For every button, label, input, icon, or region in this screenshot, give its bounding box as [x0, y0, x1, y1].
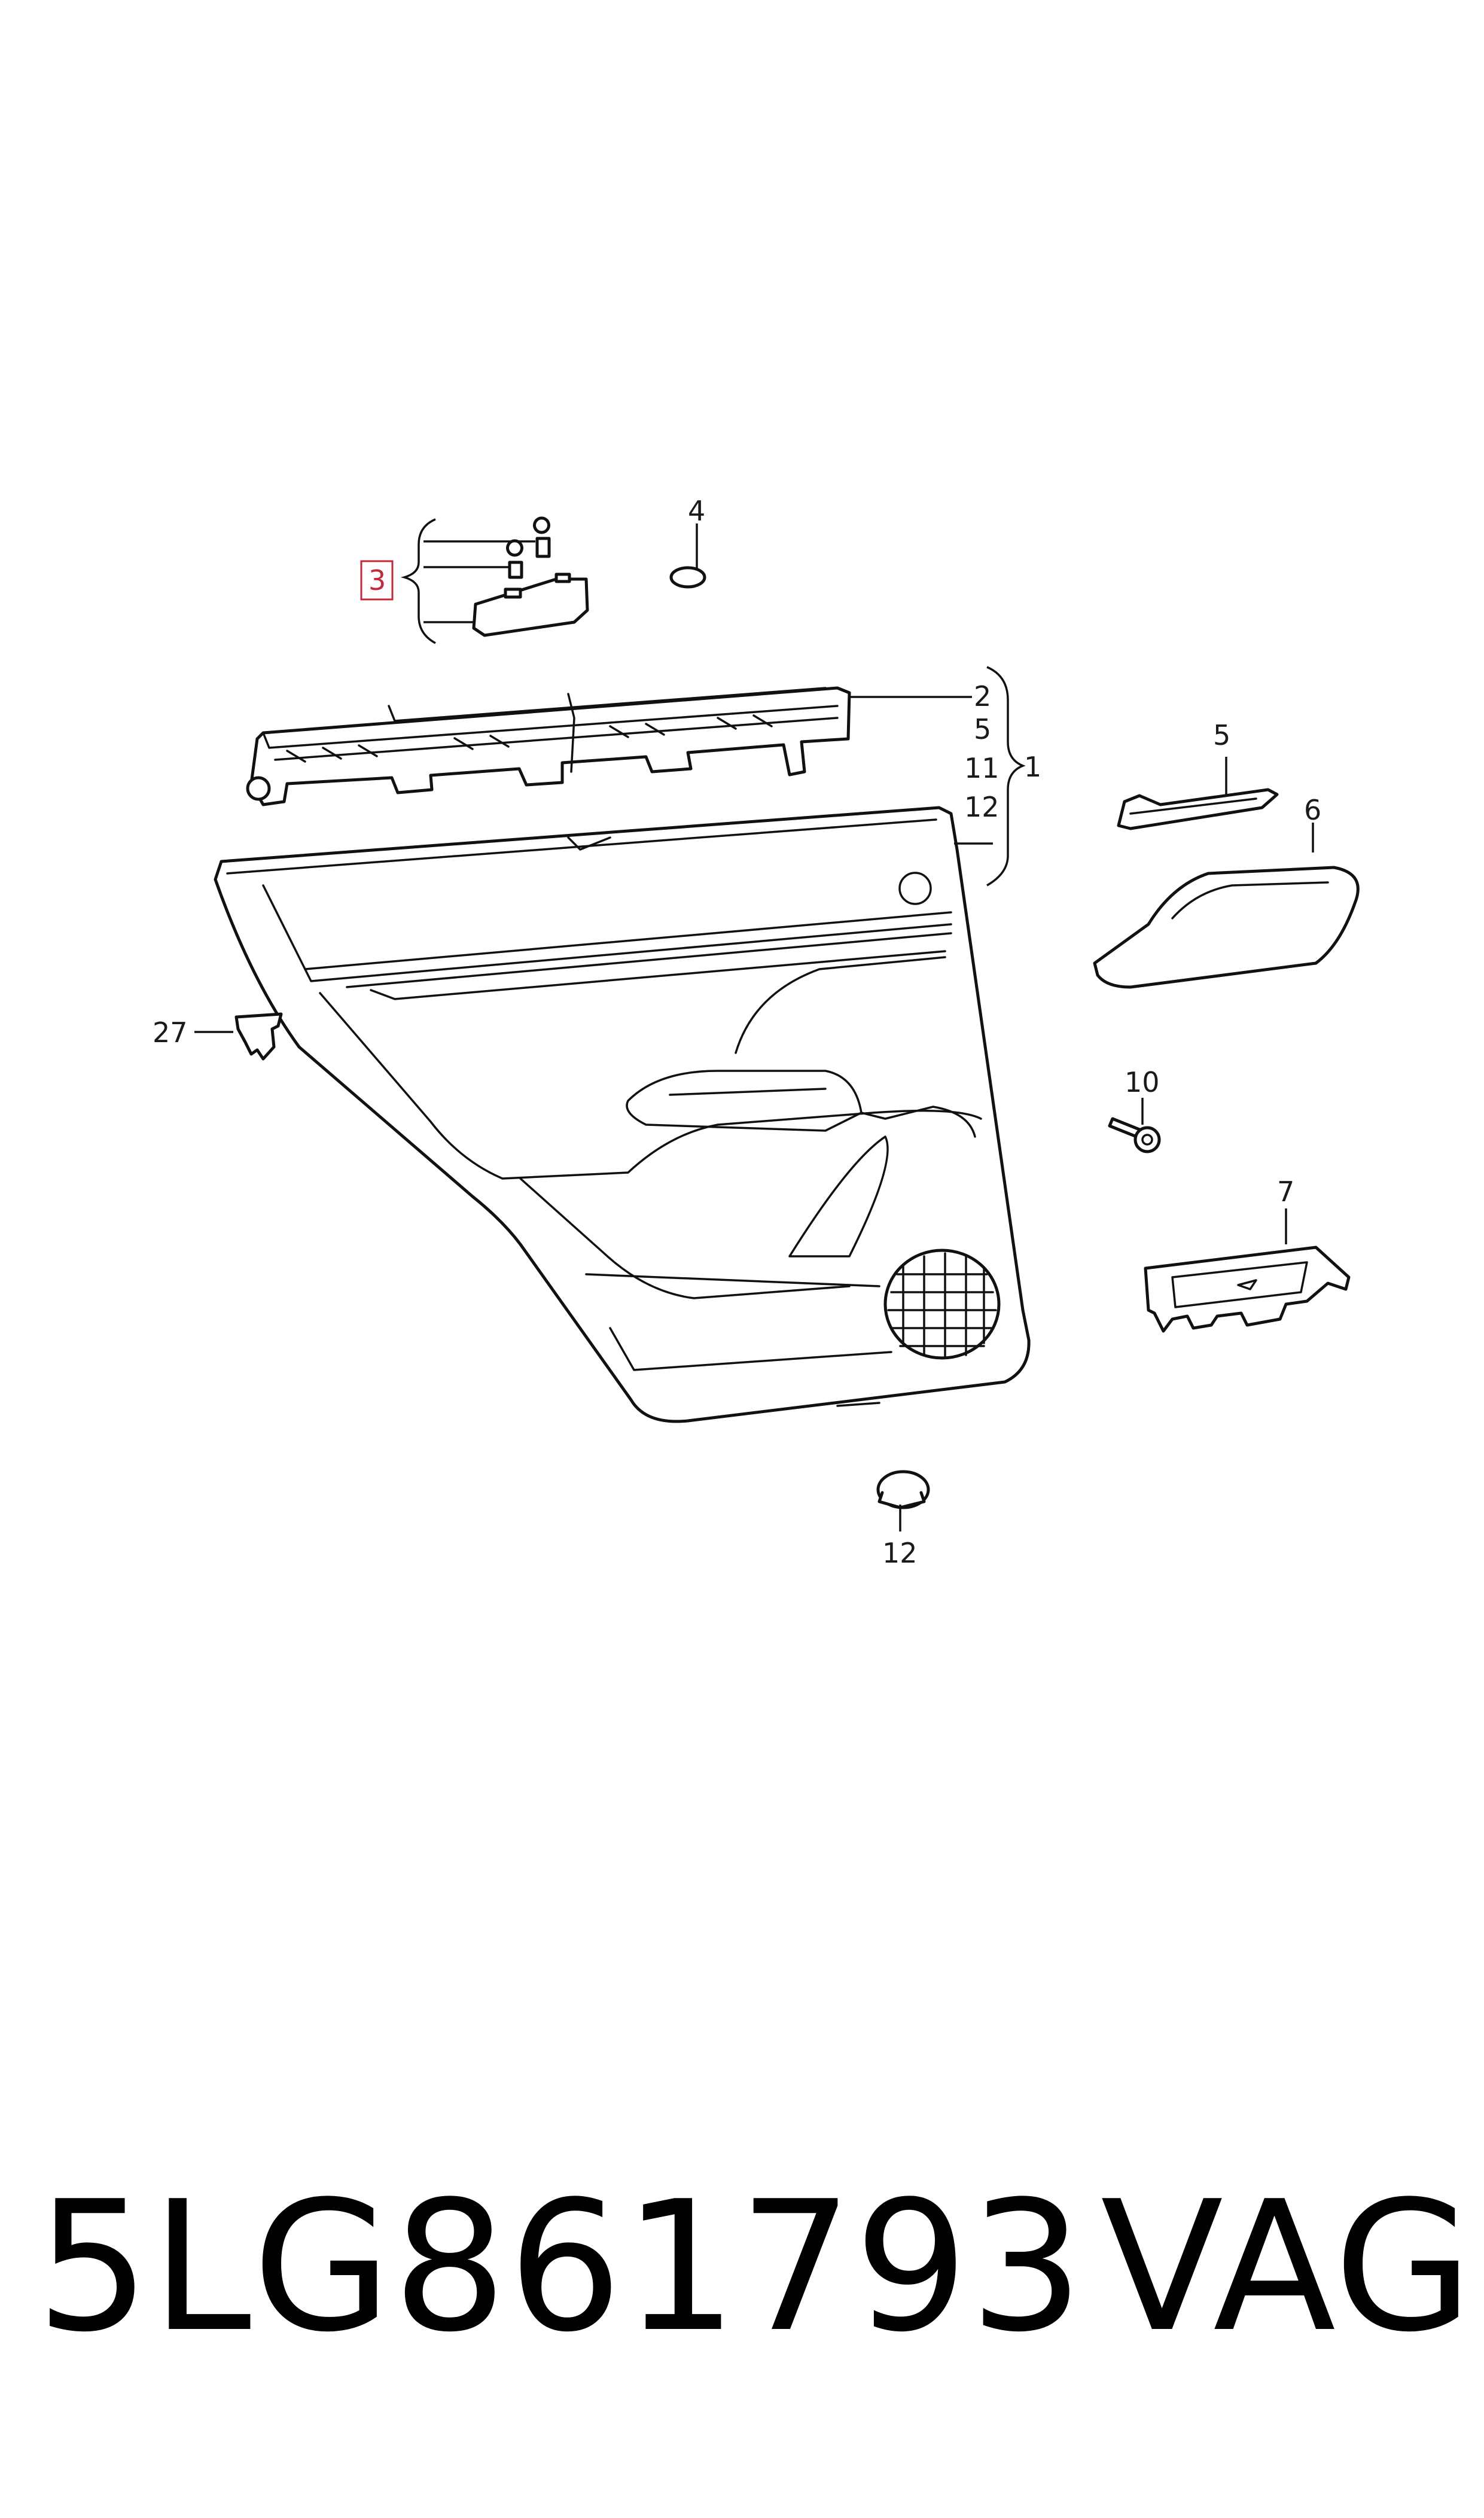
part-1-door-trim-panel — [214, 666, 1031, 1423]
callout-5[interactable]: 5 — [1213, 719, 1230, 751]
callout-6[interactable]: 6 — [1304, 794, 1321, 826]
callout-11[interactable]: 11 — [964, 752, 1000, 784]
part-10-screw — [1108, 1098, 1161, 1153]
callout-1[interactable]: 1 — [1024, 751, 1041, 783]
callout-27[interactable]: 27 — [153, 1016, 188, 1049]
callout-5-group[interactable]: 5 — [974, 713, 991, 745]
callout-2[interactable]: 2 — [974, 680, 991, 713]
callout-4[interactable]: 4 — [688, 495, 705, 527]
callout-12[interactable]: 12 — [882, 1537, 918, 1569]
part-4-washer — [669, 523, 706, 589]
part-2-upper-rail — [246, 686, 972, 806]
part-6-armrest-pad — [1093, 823, 1360, 989]
callout-10[interactable]: 10 — [1125, 1066, 1160, 1098]
callout-7[interactable]: 7 — [1277, 1176, 1294, 1208]
callout-12-group[interactable]: 12 — [964, 791, 1000, 823]
part-5-trim-strip — [1117, 757, 1279, 830]
part-27-panel-clip — [194, 1012, 283, 1061]
part-number: 5LG861793 — [36, 2163, 1085, 2371]
brand-label: VAG — [1101, 2163, 1474, 2371]
part-7-handle-insert — [1144, 1208, 1351, 1333]
part-12-expanding-clip — [876, 1470, 930, 1531]
part-3-clip-set — [360, 516, 589, 644]
callout-3[interactable]: 3 — [368, 564, 386, 596]
